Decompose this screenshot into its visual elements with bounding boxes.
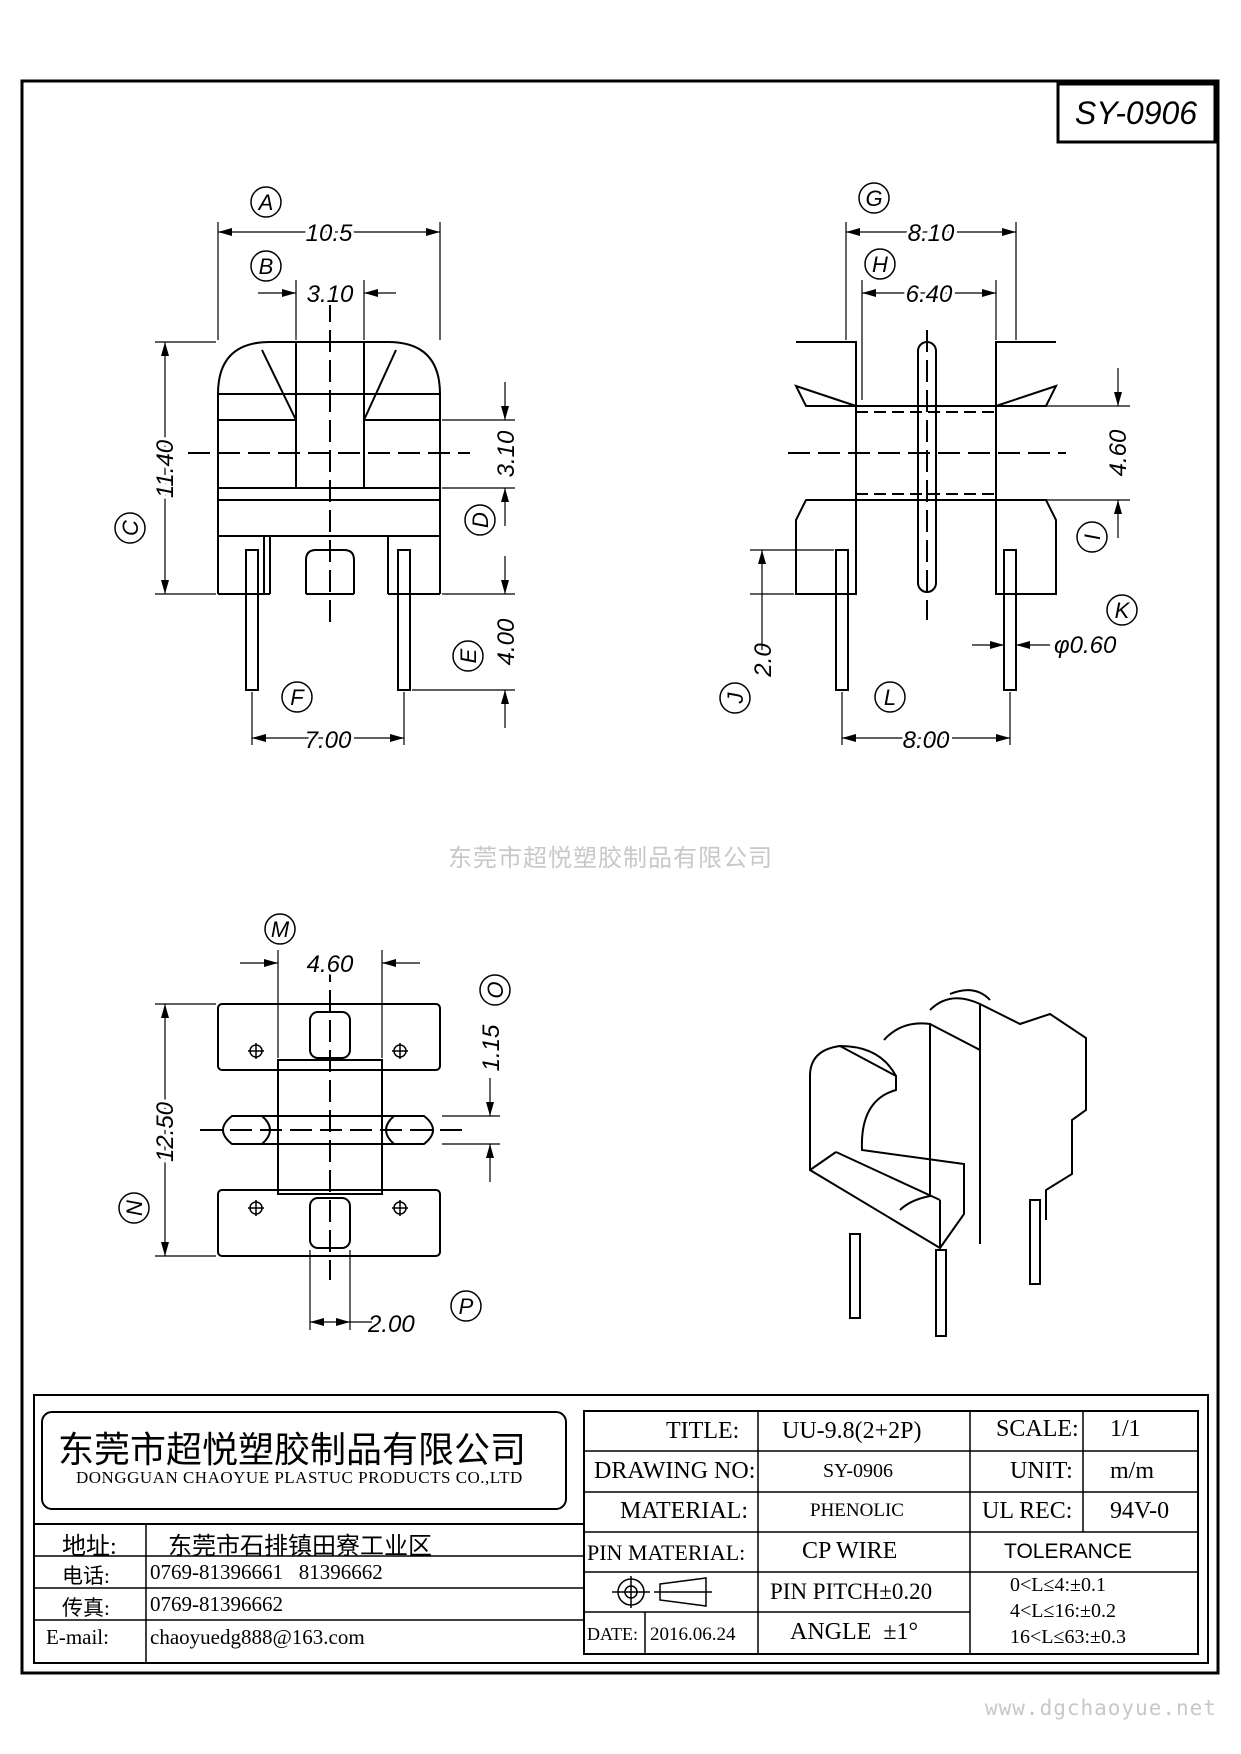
tolerance-3: 16<L≤63:±0.3: [1010, 1626, 1127, 1648]
title-label: TITLE:: [666, 1418, 740, 1444]
bubble-F: F: [281, 681, 313, 713]
title-value: UU-9.8(2+2P): [782, 1418, 922, 1444]
bubble-G: G: [858, 182, 890, 214]
svg-text:M: M: [271, 917, 290, 942]
bubble-M: M: [264, 913, 296, 945]
svg-text:L: L: [884, 685, 896, 710]
svg-text:D: D: [468, 512, 493, 528]
email-label: E-mail:: [46, 1625, 109, 1649]
dim-C-value: 11.40: [152, 439, 179, 498]
dim-J-value: 2.0: [750, 643, 777, 678]
pin-material-value: CP WIRE: [802, 1538, 898, 1564]
date-value: 2016.06.24: [650, 1624, 736, 1645]
website-link[interactable]: www.dgchaoyue.net: [985, 1696, 1217, 1720]
svg-text:F: F: [290, 685, 305, 710]
tolerance-1: 0<L≤4:±0.1: [1010, 1574, 1107, 1596]
scale-label: SCALE:: [996, 1416, 1079, 1442]
dim-D-value: 3.10: [493, 430, 520, 477]
drawing-no-label: DRAWING NO:: [594, 1458, 756, 1484]
svg-text:C: C: [118, 520, 143, 536]
company-name-en: DONGGUAN CHAOYUE PLASTUC PRODUCTS CO.,LT…: [76, 1468, 523, 1487]
bubble-E: E: [452, 640, 484, 672]
scale-value: 1/1: [1110, 1416, 1141, 1442]
isometric-view: [809, 989, 1087, 1337]
pin-pitch: PIN PITCH±0.20: [770, 1579, 933, 1604]
bubble-B: B: [250, 250, 282, 282]
bubble-A: A: [250, 186, 282, 218]
company-name-cn: 东莞市超悦塑胶制品有限公司: [58, 1430, 527, 1470]
drawing-no-value: SY-0906: [823, 1460, 894, 1482]
svg-text:E: E: [456, 648, 481, 663]
dim-G-value: 8.10: [908, 220, 955, 247]
dim-P-value: 2.00: [367, 1311, 415, 1338]
bubble-K: K: [1106, 594, 1138, 626]
dim-I-value: 4.60: [1105, 429, 1132, 476]
front-view: [188, 300, 470, 691]
angle: ANGLE ±1°: [790, 1619, 919, 1645]
tolerance-label: TOLERANCE: [1004, 1540, 1132, 1563]
svg-text:H: H: [872, 252, 888, 277]
bubble-L: L: [874, 681, 906, 713]
svg-text:P: P: [459, 1294, 474, 1319]
dim-B-value: 3.10: [307, 281, 354, 308]
svg-text:B: B: [259, 254, 274, 279]
material-value: PHENOLIC: [810, 1500, 904, 1521]
svg-text:K: K: [1115, 598, 1131, 623]
watermark: 东莞市超悦塑胶制品有限公司: [448, 844, 773, 872]
svg-text:J: J: [723, 692, 748, 705]
dim-A-value: 10.5: [306, 220, 353, 247]
dim-O-value: 1.15: [478, 1024, 505, 1071]
dim-N-value: 12.50: [152, 1101, 179, 1162]
bubble-N: N: [118, 1192, 150, 1224]
ul-value: 94V-0: [1110, 1498, 1170, 1524]
bubble-H: H: [864, 248, 896, 280]
dimension-values: 10.5 3.10 11.40 3.10 4.00 7.00 8.10 6.40…: [149, 217, 1135, 1338]
svg-text:G: G: [865, 186, 882, 211]
svg-text:I: I: [1080, 534, 1105, 540]
drawing-frame: [20, 79, 1220, 1675]
dim-K-value: φ0.60: [1054, 632, 1117, 659]
side-view: [788, 330, 1066, 691]
fax-label: 传真:: [62, 1596, 110, 1620]
projection-symbol-icon: [612, 1576, 712, 1608]
dimension-letters: A B C D E F G H I J K L M N O P: [114, 182, 1138, 1322]
svg-text:O: O: [483, 981, 508, 998]
unit-label: UNIT:: [1010, 1458, 1073, 1484]
address-label: 地址:: [62, 1534, 117, 1560]
tolerance-2: 4<L≤16:±0.2: [1010, 1600, 1117, 1622]
phone-label: 电话:: [62, 1564, 110, 1588]
unit-value: m/m: [1110, 1458, 1155, 1484]
address-value: 东莞市石排镇田寮工业区: [168, 1534, 432, 1560]
svg-text:A: A: [257, 190, 274, 215]
fax-value: 0769-81396662: [150, 1592, 283, 1616]
dim-M-value: 4.60: [307, 951, 354, 978]
bubble-D: D: [464, 504, 496, 536]
dim-L-value: 8.00: [903, 727, 950, 754]
bubble-C: C: [114, 512, 146, 544]
svg-text:N: N: [122, 1200, 147, 1216]
drawing-number: SY-0906: [1075, 95, 1197, 131]
bubble-I: I: [1076, 521, 1108, 553]
dim-F-value: 7.00: [305, 727, 352, 754]
pin-material-label: PIN MATERIAL:: [587, 1540, 746, 1565]
bubble-O: O: [479, 974, 511, 1006]
bubble-P: P: [450, 1290, 482, 1322]
date-label: DATE:: [587, 1624, 638, 1644]
phone-value: 0769-81396661 81396662: [150, 1560, 383, 1584]
ul-label: UL REC:: [982, 1498, 1073, 1524]
front-view-dimensions: [155, 222, 515, 745]
bubble-J: J: [719, 682, 751, 714]
bottom-view-dimensions: [155, 950, 500, 1330]
email-value[interactable]: chaoyuedg888@163.com: [150, 1625, 365, 1649]
dim-H-value: 6.40: [906, 281, 953, 308]
title-block-frame: [33, 1394, 1209, 1664]
bottom-view: [200, 960, 470, 1280]
drawing-number-box: [1056, 82, 1217, 144]
dim-E-value: 4.00: [493, 618, 520, 665]
material-label: MATERIAL:: [620, 1498, 748, 1524]
side-view-dimensions: [750, 222, 1130, 745]
